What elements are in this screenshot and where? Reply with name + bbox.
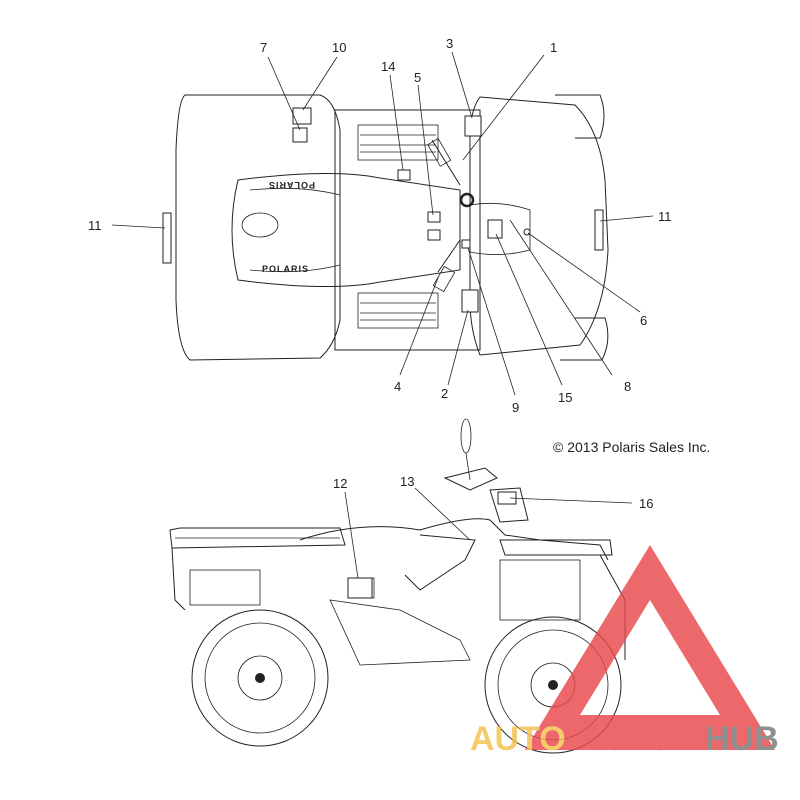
watermark-moto: MOTO (573, 720, 674, 758)
callout-14: 14 (381, 59, 395, 74)
watermark-auto: AUTO (470, 720, 566, 758)
callout-11-right: 11 (658, 209, 672, 224)
polaris-logo-lower: POLARIS (262, 264, 309, 274)
callout-13: 13 (400, 474, 414, 489)
top-view-atv: POLARIS POLARIS (162, 94, 609, 361)
callout-3: 3 (446, 36, 453, 51)
callout-4: 4 (394, 379, 401, 394)
callout-6: 6 (640, 313, 647, 328)
watermark: AUTO MOTO HUB (470, 545, 779, 758)
watermark-triangle-logo (525, 545, 775, 750)
callout-12: 12 (333, 476, 347, 491)
callout-11-left: 11 (88, 218, 102, 233)
polaris-logo-upper: POLARIS (268, 180, 315, 190)
callout-10: 10 (332, 40, 346, 55)
copyright-notice: © 2013 Polaris Sales Inc. (553, 439, 710, 455)
callout-1: 1 (550, 40, 557, 55)
top-leader-lines (111, 51, 654, 396)
callout-16: 16 (639, 496, 653, 511)
watermark-hub: HUB (705, 720, 779, 758)
side-leader-lines (344, 487, 633, 579)
callout-8: 8 (624, 379, 631, 394)
callout-7: 7 (260, 40, 267, 55)
callout-9: 9 (512, 400, 519, 415)
callout-5: 5 (414, 70, 421, 85)
callout-15: 15 (558, 390, 572, 405)
callout-2: 2 (441, 386, 448, 401)
